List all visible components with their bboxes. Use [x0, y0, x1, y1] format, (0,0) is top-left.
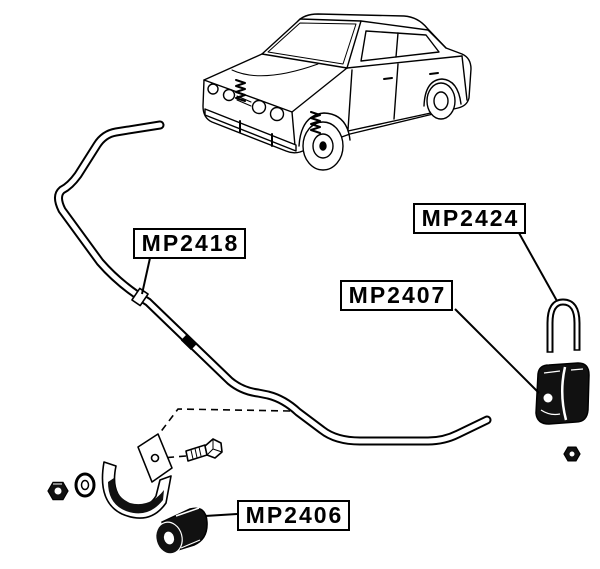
car-front-bumper — [204, 108, 297, 152]
car-hood-crease — [231, 63, 319, 77]
car-suspension-spring-left — [235, 79, 246, 102]
car-headlight-outer-right — [269, 106, 285, 122]
car-body — [202, 13, 472, 154]
bolt — [185, 438, 223, 462]
hex-nut-right — [563, 446, 581, 462]
car-windshield-base — [261, 53, 348, 69]
hex-nut-left — [47, 481, 69, 501]
car-bumper-overriders — [239, 120, 273, 147]
leader-lines — [141, 232, 558, 517]
car-rear-window — [427, 29, 447, 49]
car-hood-front-edge — [203, 79, 293, 113]
washer — [74, 472, 96, 498]
car-wheel-arches — [298, 78, 462, 147]
anti-roll-bar-core — [56, 122, 490, 444]
leader-line-mp2418 — [141, 257, 151, 295]
u-bolt-core — [548, 300, 579, 352]
washer-hole — [80, 479, 90, 491]
u-bolt — [546, 298, 581, 353]
anti-roll-bar-bush-seat — [180, 333, 198, 351]
car-suspension-spring-right — [310, 111, 321, 134]
guide-line-bolt-to-bracket — [161, 455, 187, 459]
car-rear-wheel — [426, 82, 456, 120]
u-bolt-ends — [546, 349, 581, 353]
bushing-cylinder-highlight-top — [175, 507, 200, 517]
car-sill — [347, 110, 441, 132]
callout-mp2406: MP2406 — [237, 500, 350, 531]
car-beltline — [346, 55, 463, 69]
callout-mp2418: MP2418 — [133, 228, 246, 259]
bushing-cylinder-bore — [163, 531, 175, 545]
rubber-bushing-cylinder — [155, 507, 208, 555]
bracket-strap-shading — [108, 478, 164, 514]
callout-mp2424: MP2424 — [413, 203, 526, 234]
car-front-wheel-rim — [312, 133, 334, 159]
bushing-cylinder-highlight-bottom — [180, 539, 201, 549]
car-side-windows — [360, 30, 440, 62]
bolt-head-facets — [206, 439, 223, 456]
car-fender-line — [291, 67, 348, 113]
car-front-wheel-hub — [319, 141, 327, 151]
car-front-corner — [291, 111, 296, 147]
bushing-block-hole — [543, 393, 553, 403]
mounting-bracket — [101, 433, 173, 519]
car-door-lines — [347, 63, 399, 131]
leader-line-mp2406 — [204, 513, 238, 517]
car-windshield — [267, 22, 357, 65]
bushing-block-highlights — [540, 368, 584, 416]
car-a-pillar — [346, 20, 362, 69]
bracket-bolt-hole — [150, 453, 160, 463]
assembly-guide-lines — [149, 408, 291, 459]
anti-roll-bar-sleeve — [131, 287, 149, 307]
anti-roll-bar — [54, 120, 492, 446]
car-headlight-outer-left — [207, 83, 219, 95]
hex-nut-left-hole — [54, 487, 62, 495]
leader-line-mp2407 — [454, 308, 540, 394]
guide-line-bar-to-bracket — [149, 408, 291, 447]
car-b-pillar — [395, 32, 399, 58]
bushing-block-split — [561, 366, 568, 421]
leader-line-mp2424 — [518, 232, 558, 302]
car-rear-wheel-rim — [433, 91, 449, 111]
callout-mp2407: MP2407 — [340, 280, 453, 311]
rubber-bushing-block — [535, 362, 590, 425]
bolt-thread — [190, 446, 202, 460]
car-door-handles — [383, 72, 439, 80]
car-headlight-inner-left — [222, 88, 236, 102]
car-roof-edge — [299, 18, 429, 31]
car-rear-corner — [461, 55, 468, 101]
car-headlight-inner-right — [251, 99, 267, 115]
car-illustration — [202, 13, 472, 171]
hex-nut-right-hole — [569, 451, 575, 457]
u-bolt-outline — [546, 298, 581, 352]
